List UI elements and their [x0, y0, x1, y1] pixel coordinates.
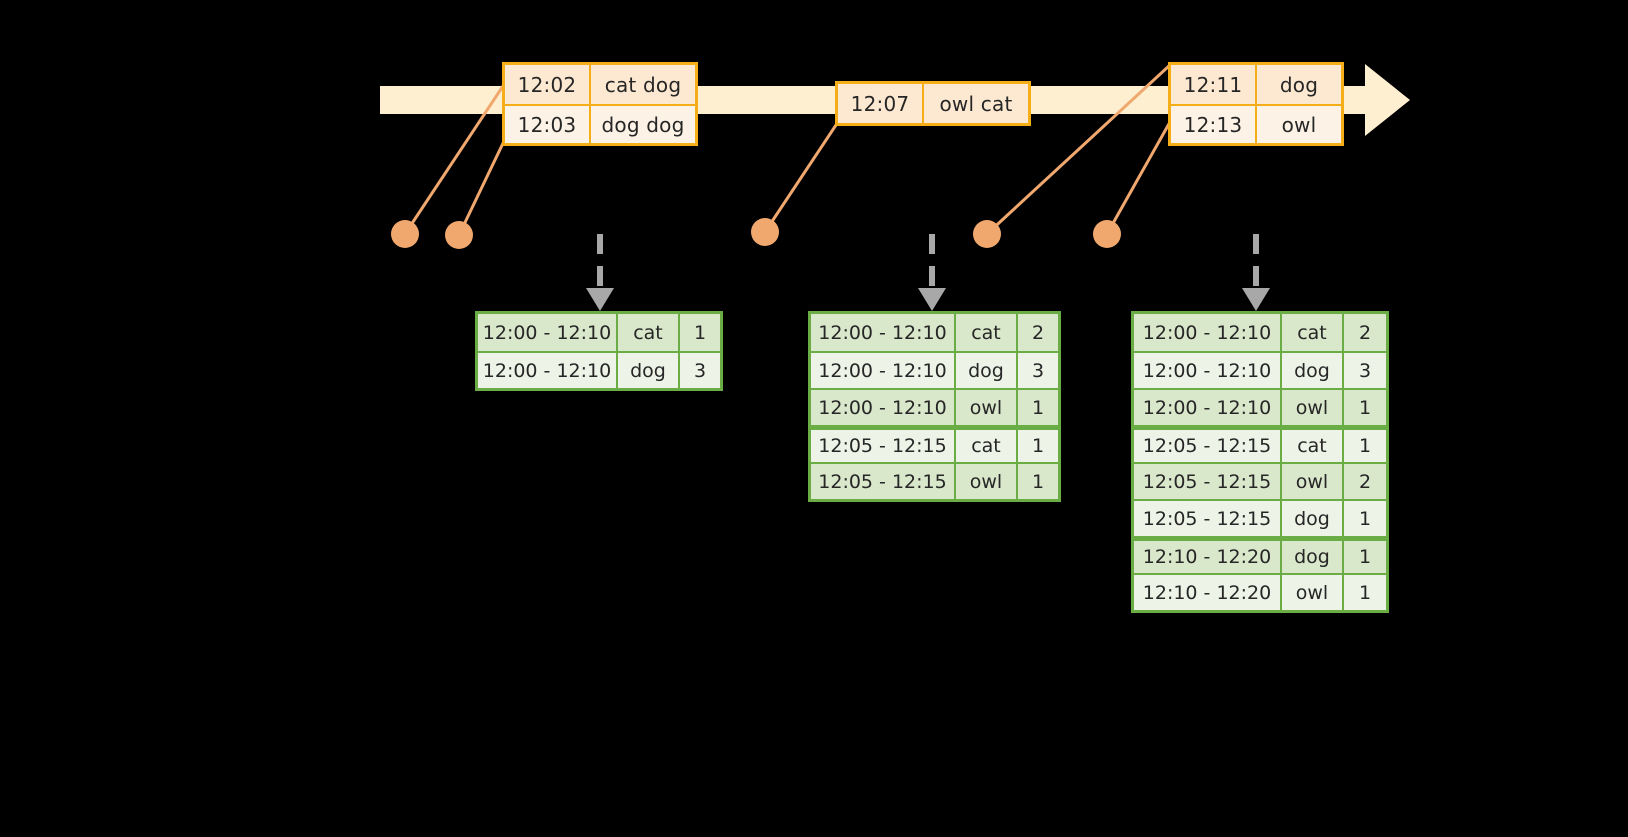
event-words: owl [1281, 112, 1317, 137]
event-group-2[interactable]: 12:07 owl cat [835, 81, 1031, 126]
word-cell: dog [1282, 501, 1344, 536]
count-cell: 2 [1358, 470, 1372, 493]
event-time: 12:11 [1171, 65, 1257, 104]
word-cell: cat [1282, 430, 1344, 462]
count-cell: 1 [1031, 435, 1045, 457]
count-cell: 2 [1358, 321, 1372, 344]
event-time: 12:13 [1171, 106, 1257, 143]
event-dot-4 [973, 220, 1001, 248]
event-words: dog [1279, 72, 1319, 97]
event-words: cat dog [604, 72, 682, 97]
event-row[interactable]: 12:07 owl cat [838, 84, 1028, 123]
event-dot-5 [1093, 220, 1121, 248]
window-cell: 12:00 - 12:10 [1134, 353, 1282, 388]
event-words: owl cat [939, 91, 1013, 116]
event-row[interactable]: 12:02 cat dog [505, 65, 695, 104]
word-cell: cat [956, 314, 1018, 351]
count-cell: 1 [1358, 581, 1372, 604]
event-row[interactable]: 12:13 owl [1171, 104, 1341, 143]
window-cell: 12:05 - 12:15 [1134, 464, 1282, 499]
window-cell: 12:00 - 12:10 [478, 314, 618, 351]
window-cell: 12:10 - 12:20 [1134, 575, 1282, 610]
word-cell: owl [956, 464, 1018, 499]
window-cell: 12:00 - 12:10 [811, 314, 956, 351]
count-cell: 1 [1358, 435, 1372, 457]
word-cell: owl [1282, 575, 1344, 610]
count-cell: 1 [693, 321, 707, 344]
event-group-3[interactable]: 12:11 dog 12:13 owl [1168, 62, 1344, 146]
word-cell: owl [1282, 390, 1344, 425]
word-cell: dog [956, 353, 1018, 388]
word-cell: owl [1282, 464, 1344, 499]
event-group-1[interactable]: 12:02 cat dog 12:03 dog dog [502, 62, 698, 146]
window-cell: 12:00 - 12:10 [811, 353, 956, 388]
window-cell: 12:00 - 12:10 [811, 390, 956, 425]
word-cell: dog [618, 353, 680, 388]
count-cell: 3 [1031, 359, 1045, 382]
dashed-arrows [597, 234, 1259, 290]
word-cell: owl [956, 390, 1018, 425]
event-row[interactable]: 12:03 dog dog [505, 104, 695, 143]
event-row[interactable]: 12:11 dog [1171, 65, 1341, 104]
event-dot-1 [391, 220, 419, 248]
word-cell: cat [618, 314, 680, 351]
event-dots [391, 218, 1121, 249]
window-cell: 12:05 - 12:15 [1134, 430, 1282, 462]
window-cell: 12:00 - 12:10 [478, 353, 618, 388]
word-cell: dog [1282, 541, 1344, 573]
window-cell: 12:00 - 12:10 [1134, 390, 1282, 425]
word-cell: dog [1282, 353, 1344, 388]
dashed-arrow-heads [586, 288, 1270, 311]
window-cell: 12:05 - 12:15 [811, 430, 956, 462]
count-cell: 3 [1358, 359, 1372, 382]
event-dot-3 [751, 218, 779, 246]
word-cell: cat [1282, 314, 1344, 351]
window-cell: 12:05 - 12:15 [811, 464, 956, 499]
count-cell: 3 [693, 359, 707, 382]
event-time: 12:03 [505, 106, 591, 143]
count-cell: 1 [1031, 396, 1045, 419]
event-words: dog dog [601, 112, 685, 137]
window-cell: 12:05 - 12:15 [1134, 501, 1282, 536]
count-cell: 1 [1358, 396, 1372, 419]
window-cell: 12:00 - 12:10 [1134, 314, 1282, 351]
count-cell: 1 [1358, 507, 1372, 530]
window-cell: 12:10 - 12:20 [1134, 541, 1282, 573]
word-cell: cat [956, 430, 1018, 462]
event-time: 12:02 [505, 65, 591, 104]
event-dot-2 [445, 221, 473, 249]
count-cell: 2 [1031, 321, 1045, 344]
count-cell: 1 [1358, 546, 1372, 568]
count-cell: 1 [1031, 470, 1045, 493]
event-time: 12:07 [838, 84, 924, 123]
